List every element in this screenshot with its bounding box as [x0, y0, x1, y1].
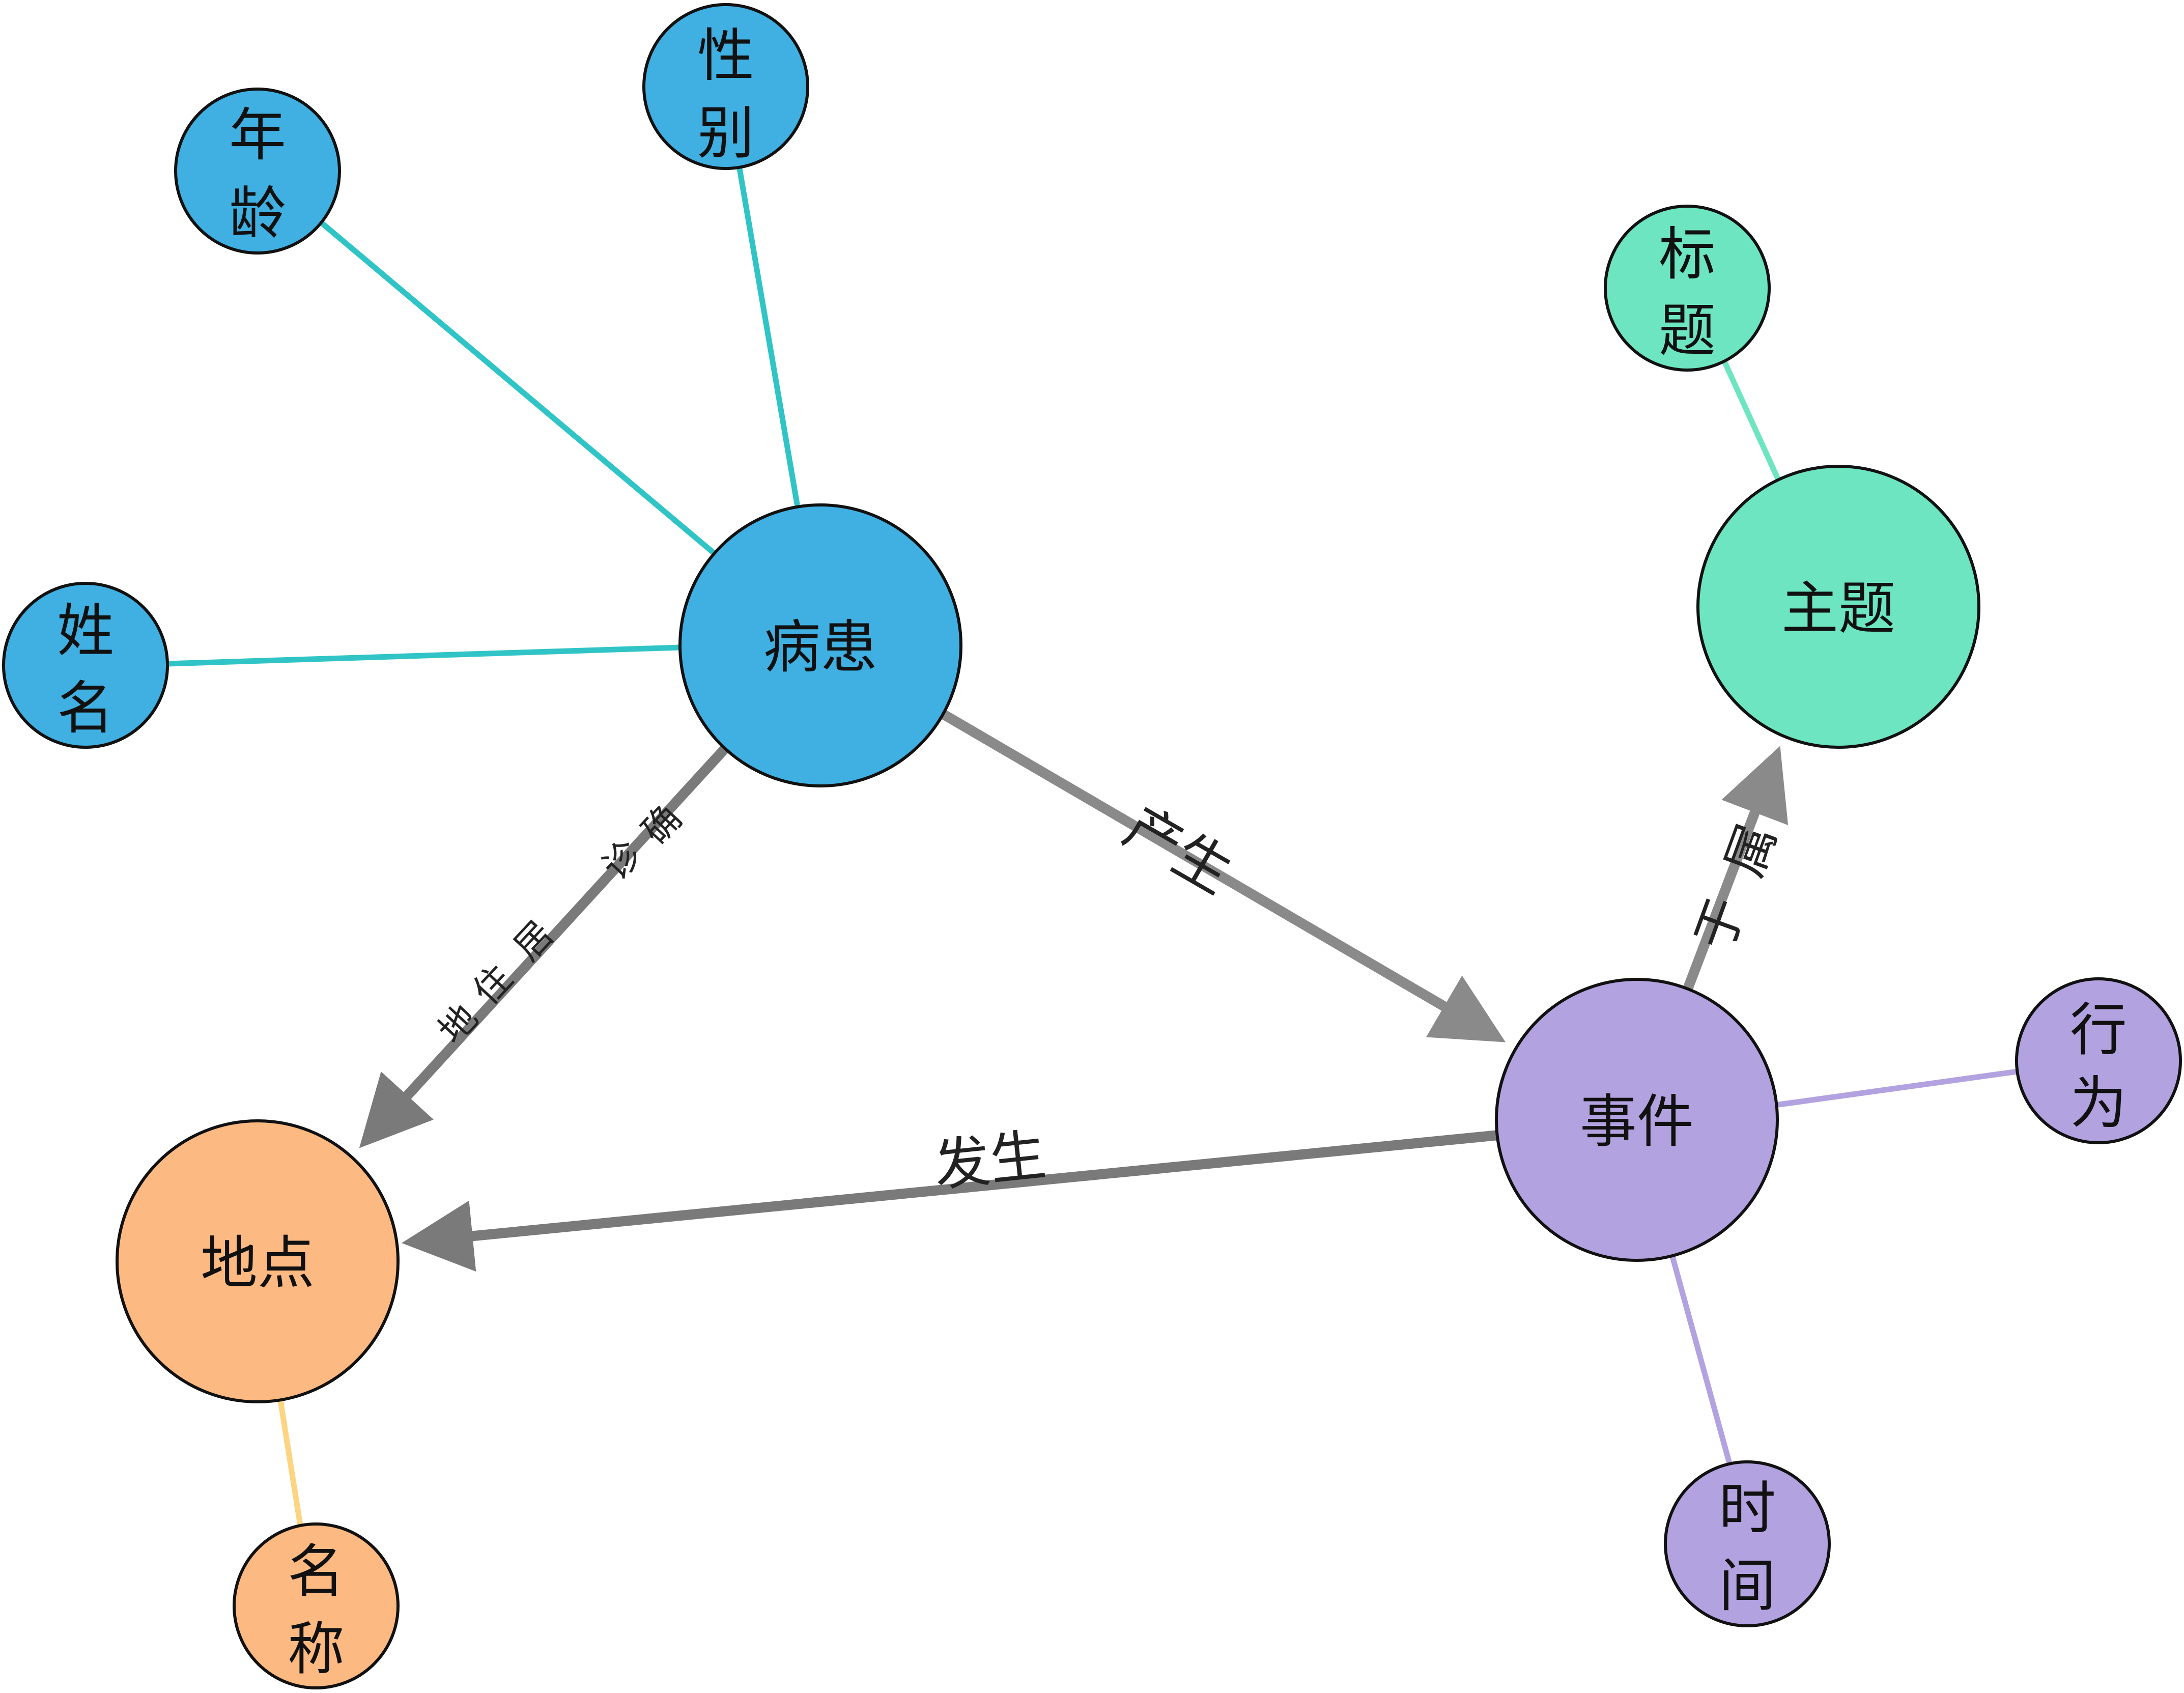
node-patient[interactable]: 病患	[678, 503, 962, 787]
node-event-label: 事件	[1580, 1089, 1694, 1155]
node-event-circle	[1495, 978, 1779, 1262]
node-patient-label: 病患	[763, 614, 877, 681]
edge-event-place-arrow	[402, 1130, 1499, 1272]
node-topic-title-circle	[1604, 205, 1771, 372]
node-event-action-label: 行	[2070, 997, 2127, 1063]
node-topic-title-label: 题	[1659, 298, 1716, 364]
node-patient-age-label: 龄	[229, 181, 286, 247]
node-event-action-label: 为	[2070, 1070, 2127, 1137]
node-event-action[interactable]: 行 为	[2015, 977, 2182, 1144]
node-topic-circle	[1696, 465, 1980, 749]
node-place-name[interactable]: 名 称	[233, 1522, 400, 1689]
node-event-time-label: 间	[1719, 1553, 1776, 1619]
edge-label-char: 于	[1684, 890, 1757, 958]
edge-label-char: 住	[465, 957, 521, 1013]
edge-patient-event-arrow	[938, 708, 1506, 1042]
edge-event-time	[1669, 1252, 1733, 1466]
node-patient-name-label: 姓	[57, 598, 114, 664]
node-event-time[interactable]: 时 间	[1664, 1460, 1831, 1627]
node-place-circle	[116, 1119, 400, 1403]
edge-label-char: 居	[505, 913, 562, 969]
node-topic-label: 主题	[1781, 576, 1895, 642]
node-patient-age-label: 年	[229, 102, 286, 168]
edge-event-action	[1776, 1068, 2021, 1108]
node-topic-title[interactable]: 标 题	[1604, 205, 1771, 372]
edge-topic-title	[1721, 358, 1782, 484]
edge-patient-place-arrow	[359, 745, 729, 1148]
node-patient-gender-label: 别	[697, 100, 754, 166]
node-patient-age-circle	[174, 88, 341, 255]
edge-label-patient-event: 产生	[1114, 794, 1243, 907]
node-patient-gender[interactable]: 性 别	[642, 3, 809, 170]
node-topic-title-label: 标	[1659, 221, 1716, 288]
node-place-label: 地点	[201, 1230, 315, 1296]
edge-event-topic-arrow	[1682, 746, 1789, 992]
node-patient-age[interactable]: 年 龄	[174, 88, 341, 255]
node-patient-gender-circle	[642, 3, 809, 170]
node-place-name-label: 名	[288, 1539, 345, 1605]
node-patient-name-label: 名	[57, 675, 114, 742]
node-event-time-label: 时	[1719, 1476, 1776, 1542]
node-patient-gender-label: 性	[697, 23, 754, 89]
node-patient-name-circle	[2, 582, 169, 749]
node-event-time-circle	[1664, 1460, 1831, 1627]
node-topic[interactable]: 主题	[1696, 465, 1980, 749]
node-place-name-circle	[233, 1522, 400, 1689]
edge-patient-gender	[736, 162, 800, 507]
edge-label-event-topic: 属 于	[1684, 816, 1788, 958]
edge-label-event-place: 发生	[931, 1122, 1049, 1199]
node-patient-circle	[678, 503, 962, 787]
edge-label-char: 属	[1714, 816, 1788, 884]
node-event[interactable]: 事件	[1495, 978, 1779, 1262]
edge-patient-name	[164, 644, 683, 667]
node-patient-name[interactable]: 姓 名	[2, 582, 169, 749]
edge-patient-age	[319, 220, 717, 556]
edge-label-char: 地	[430, 996, 487, 1052]
node-place[interactable]: 地点	[116, 1119, 400, 1403]
node-event-action-circle	[2015, 977, 2182, 1144]
edge-place-name	[277, 1397, 303, 1529]
node-place-name-label: 称	[288, 1616, 345, 1682]
